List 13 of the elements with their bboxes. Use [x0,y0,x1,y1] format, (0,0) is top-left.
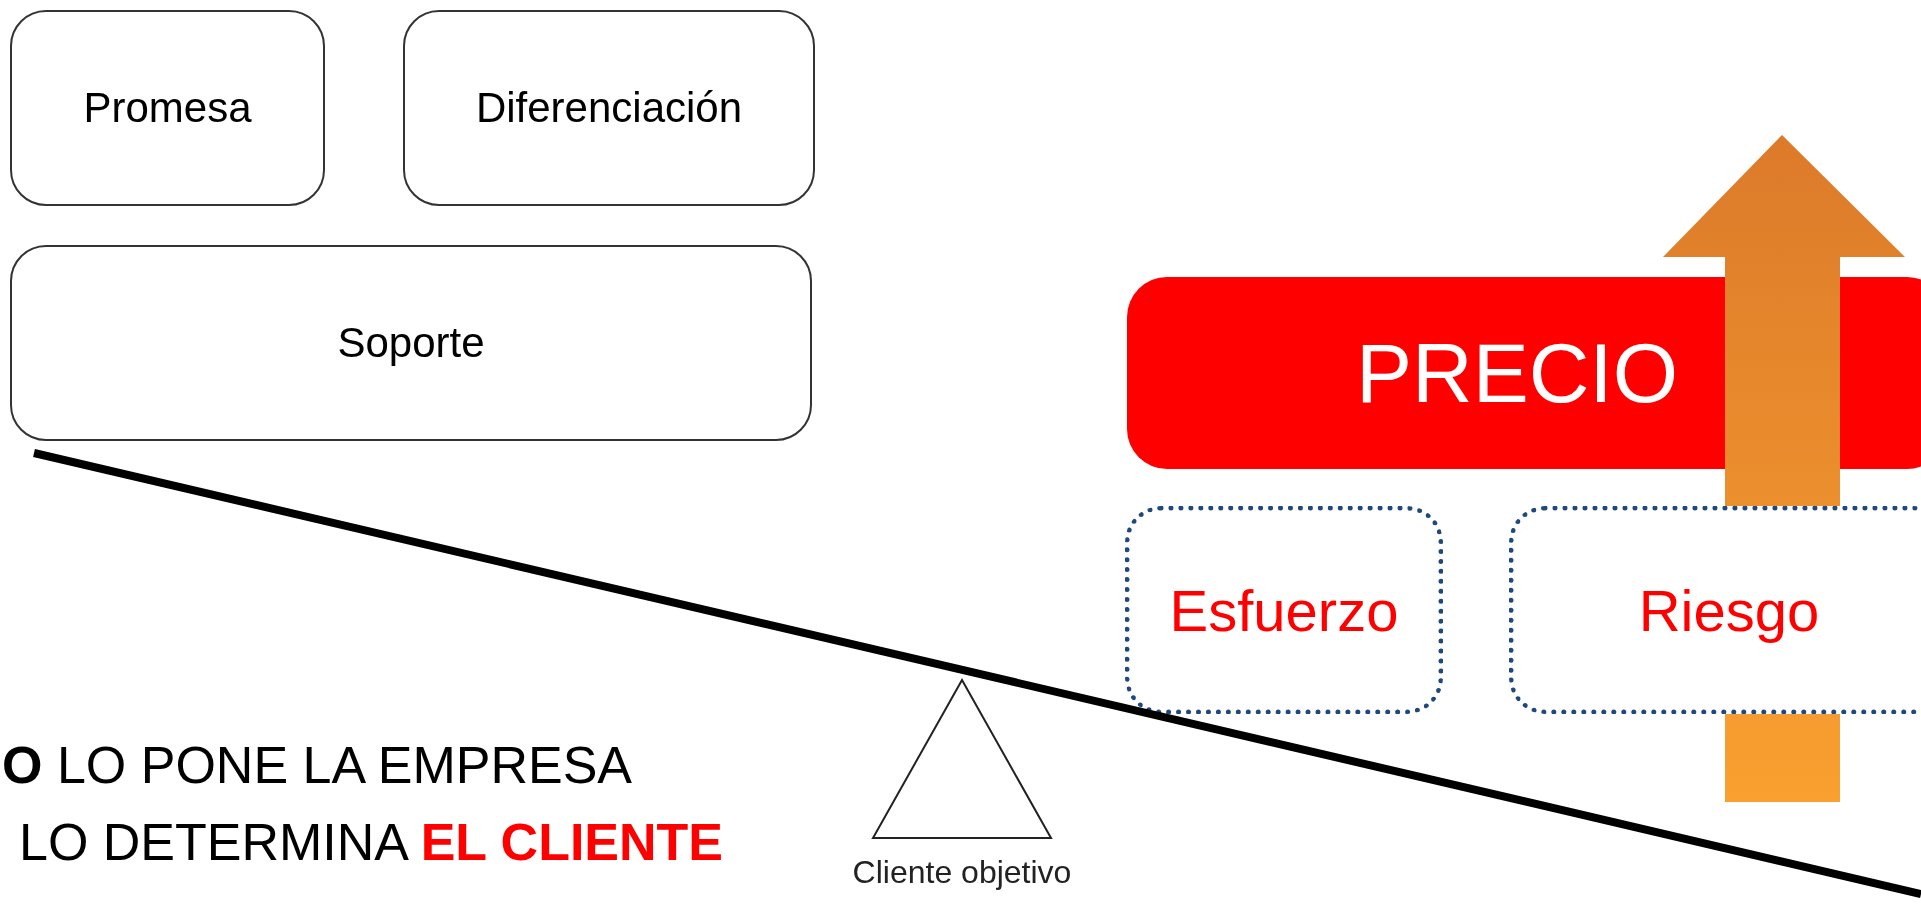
fulcrum-caption: Cliente objetivo [852,854,1072,891]
statement-text: LO DETERMINA EL CLIENTE [19,812,724,872]
banner-label: PRECIO [1355,324,1679,422]
box-label: Esfuerzo [1169,576,1399,644]
box-label: Promesa [83,84,252,132]
box-label: Diferenciación [475,84,743,132]
rounded-box [403,10,815,206]
box-label: Riesgo [1638,576,1820,644]
statement-text: O LO PONE LA EMPRESA [2,735,632,795]
dotted-box [1509,506,1921,714]
rounded-box [10,245,812,441]
rounded-box [10,10,325,206]
box-label: Soporte [337,319,485,367]
